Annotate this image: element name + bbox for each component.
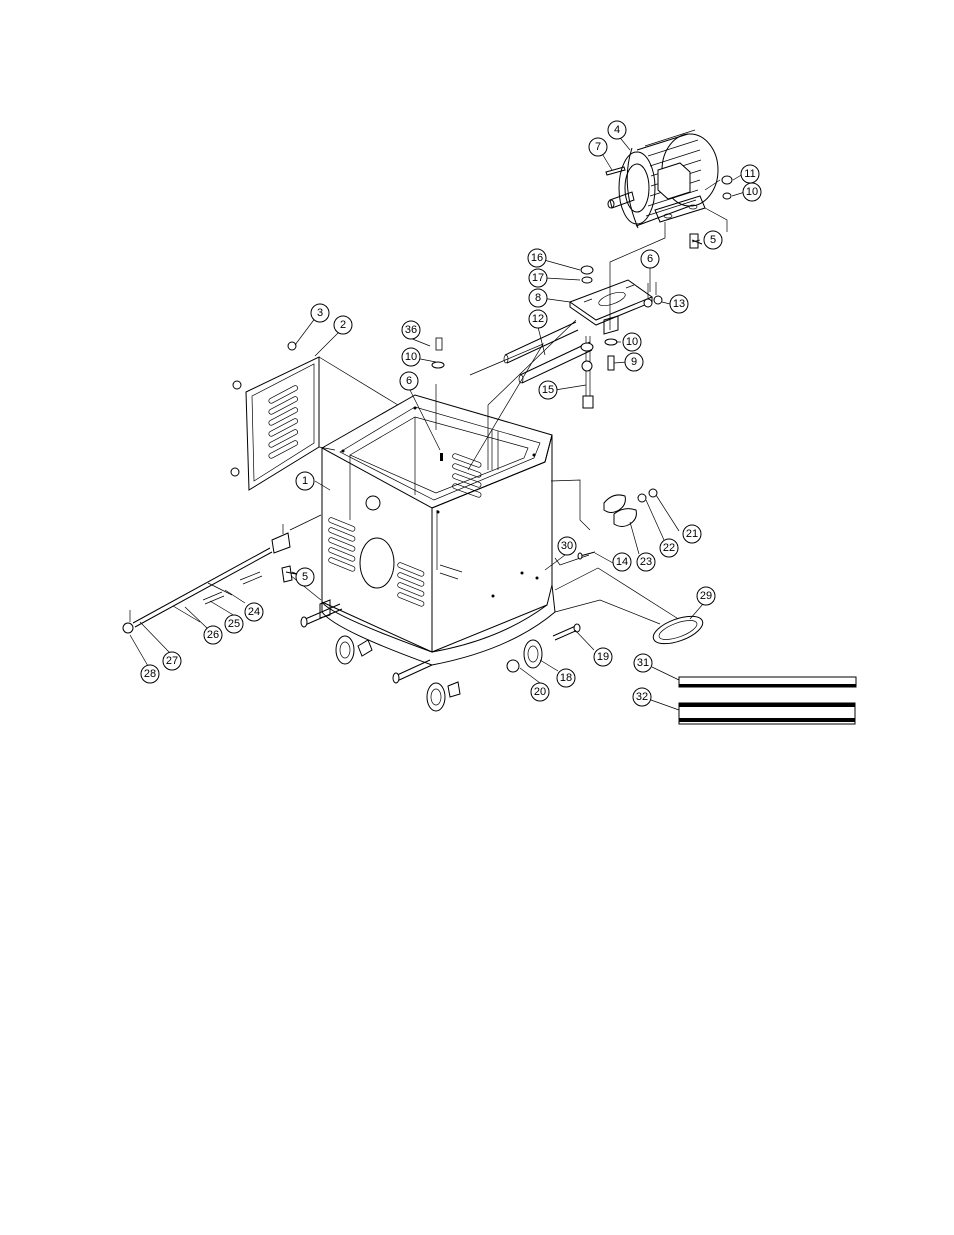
- switch-rod-assembly: [122, 524, 297, 634]
- callout-label: 8: [535, 292, 541, 304]
- callout-label: 17: [532, 272, 544, 284]
- callout-label: 9: [631, 356, 637, 368]
- callout-4: 4: [607, 120, 627, 140]
- callout-label: 27: [166, 655, 178, 667]
- callout-label: 10: [626, 336, 638, 348]
- callout-8: 8: [528, 288, 548, 308]
- callout-12: 12: [528, 309, 548, 329]
- callout-label: 4: [614, 124, 620, 136]
- callout-26: 26: [203, 625, 223, 645]
- callout-6b: 6: [399, 371, 419, 391]
- callout-23: 23: [636, 552, 656, 572]
- callout-10a: 10: [742, 182, 762, 202]
- callout-10c: 10: [401, 347, 421, 367]
- callout-label: 7: [595, 141, 601, 153]
- callout-5a: 5: [703, 230, 723, 250]
- label-strips: [678, 676, 857, 725]
- callout-1: 1: [295, 471, 315, 491]
- callout-label: 3: [317, 307, 323, 319]
- casters-and-bolts: [300, 551, 596, 712]
- callout-leaders: [129, 133, 746, 711]
- callout-9: 9: [624, 352, 644, 372]
- callout-label: 1: [302, 475, 308, 487]
- callout-label: 6: [647, 253, 653, 265]
- callout-18: 18: [556, 668, 576, 688]
- callout-6a: 6: [640, 249, 660, 269]
- callout-10b: 10: [622, 332, 642, 352]
- callout-21: 21: [682, 524, 702, 544]
- callout-17: 17: [528, 268, 548, 288]
- callout-25: 25: [224, 614, 244, 634]
- callout-24: 24: [244, 602, 264, 622]
- callout-label: 26: [207, 629, 219, 641]
- callout-3: 3: [310, 303, 330, 323]
- fastener-marks: [431, 337, 445, 461]
- callout-label: 14: [616, 556, 628, 568]
- callout-label: 20: [534, 686, 546, 698]
- callout-22: 22: [659, 538, 679, 558]
- door-panel: [230, 341, 399, 491]
- callout-30: 30: [557, 536, 577, 556]
- callout-label: 28: [144, 668, 156, 680]
- callout-label: 21: [686, 528, 698, 540]
- callout-14: 14: [612, 552, 632, 572]
- callout-label: 31: [637, 657, 649, 669]
- callout-36: 36: [401, 320, 421, 340]
- callout-label: 24: [248, 606, 260, 618]
- callout-label: 32: [636, 691, 648, 703]
- callout-label: 36: [405, 324, 417, 336]
- callout-label: 15: [542, 384, 554, 396]
- callout-label: 22: [663, 542, 675, 554]
- callout-label: 29: [700, 590, 712, 602]
- callout-label: 12: [532, 313, 544, 325]
- callout-label: 25: [228, 618, 240, 630]
- callout-19: 19: [593, 647, 613, 667]
- callout-label: 5: [302, 571, 308, 583]
- callout-11: 11: [740, 164, 760, 184]
- callout-27: 27: [162, 651, 182, 671]
- callout-label: 13: [673, 298, 685, 310]
- callout-label: 18: [560, 672, 572, 684]
- callout-label: 2: [340, 319, 346, 331]
- callout-label: 11: [744, 168, 755, 180]
- motor-hardware: [689, 175, 733, 249]
- callout-label: 16: [531, 252, 543, 264]
- callout-13: 13: [669, 294, 689, 314]
- callout-28: 28: [140, 664, 160, 684]
- callout-2: 2: [333, 315, 353, 335]
- callout-7: 7: [588, 137, 608, 157]
- callout-label: 30: [561, 540, 573, 552]
- motor: [605, 129, 719, 229]
- cabinet-stand: [320, 394, 556, 666]
- callout-label: 6: [406, 375, 412, 387]
- callout-label: 10: [405, 351, 417, 363]
- callout-label: 23: [640, 556, 652, 568]
- callout-29: 29: [696, 586, 716, 606]
- callout-16: 16: [527, 248, 547, 268]
- callout-label: 10: [746, 186, 758, 198]
- small-parts: [603, 488, 704, 645]
- callout-20: 20: [530, 682, 550, 702]
- motor-mount-plate: [503, 265, 663, 409]
- callout-31: 31: [633, 653, 653, 673]
- callout-32: 32: [632, 687, 652, 707]
- callout-label: 5: [710, 234, 716, 246]
- assembly-leader-lines: [289, 179, 728, 625]
- callout-5b: 5: [295, 567, 315, 587]
- callout-label: 19: [597, 651, 609, 663]
- callout-15: 15: [538, 380, 558, 400]
